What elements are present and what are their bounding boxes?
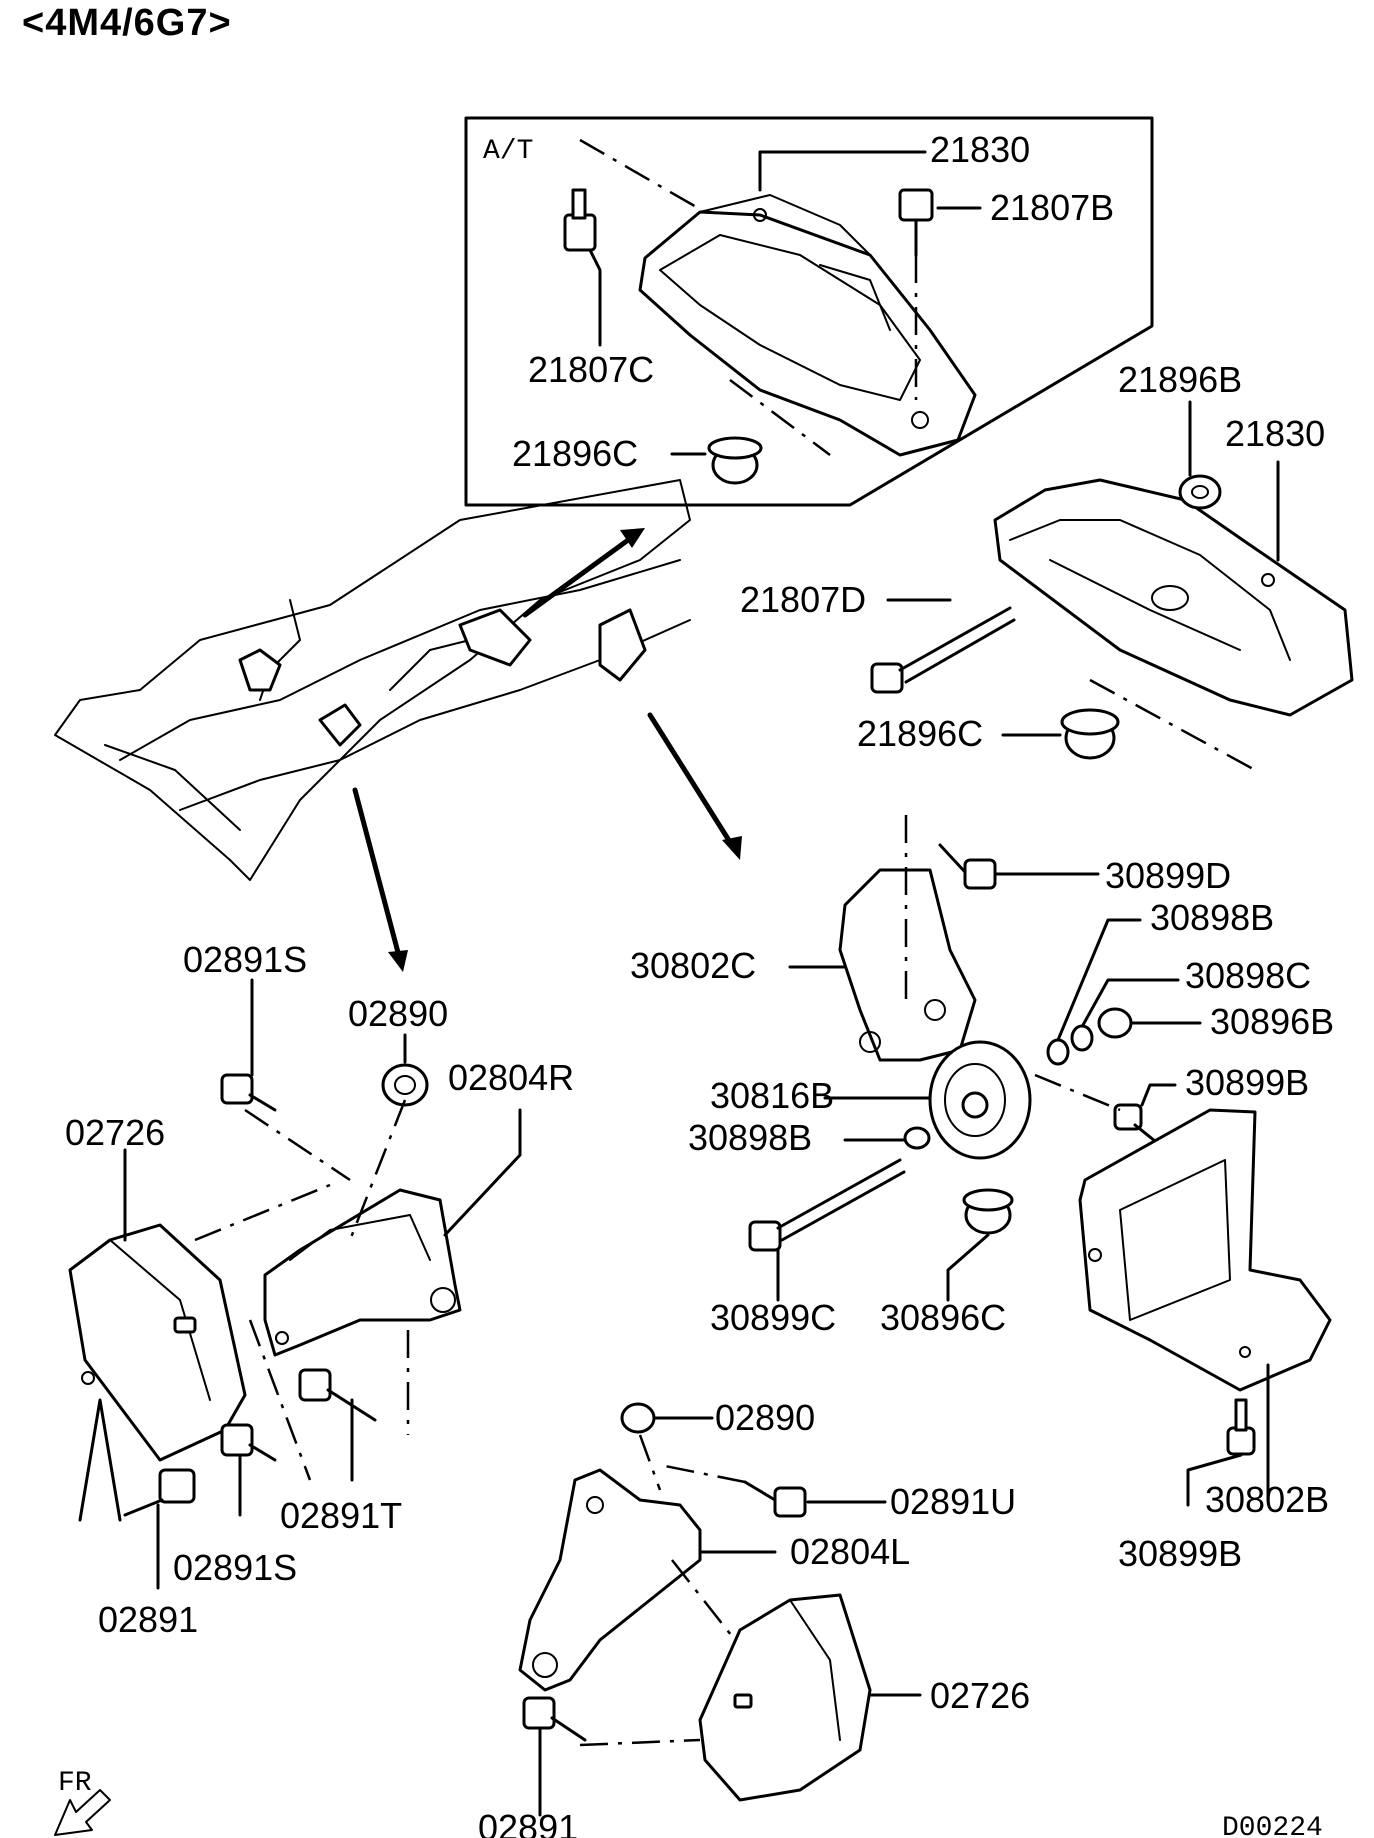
direction-label: FR xyxy=(58,1768,92,1799)
bolt-21807b[interactable] xyxy=(898,188,934,257)
bolt-30899d[interactable] xyxy=(938,843,997,890)
bracket-30802b[interactable] xyxy=(1078,1108,1332,1392)
bracket-30802c[interactable] xyxy=(838,868,977,1062)
insulator-02726-left[interactable] xyxy=(68,1223,247,1462)
rear-mount-group: 30899D 30898B 30802C 30898C 30896B 30816… xyxy=(630,815,1334,1574)
fr-arrow-icon xyxy=(54,1789,111,1836)
engine-mount-right-group: 02891S 02890 02804R 02726 02891T 02891S … xyxy=(65,939,574,1640)
washer-30898b-left[interactable] xyxy=(903,1126,931,1150)
label-21896b: 21896B xyxy=(1118,359,1242,400)
label-02891s-bottom: 02891S xyxy=(173,1547,297,1588)
engine-mount-left-group: 02890 02891U 02804L 02726 02891 xyxy=(478,1397,1030,1838)
bolt-02891-bottom[interactable] xyxy=(522,1696,587,1742)
nut-30896c[interactable] xyxy=(962,1188,1014,1235)
bolt-21807d[interactable] xyxy=(870,606,1016,694)
nut-21896c-inset[interactable] xyxy=(707,436,763,485)
label-30802c: 30802C xyxy=(630,945,756,986)
label-21896c-mid: 21896C xyxy=(857,713,983,754)
bolt-02891t[interactable] xyxy=(298,1368,377,1422)
insulator-30816b[interactable] xyxy=(928,1040,1032,1160)
front-direction-indicator: FR xyxy=(54,1768,111,1836)
frame-bracket-tm[interactable] xyxy=(458,608,532,667)
label-02890-top: 02890 xyxy=(348,993,448,1034)
bolt-21807c[interactable] xyxy=(563,188,597,252)
frame-bracket-left[interactable] xyxy=(318,703,362,747)
label-02891-left: 02891 xyxy=(98,1599,198,1640)
figure-code: D00224 xyxy=(1222,1813,1323,1838)
inset-label: A/T xyxy=(483,136,533,167)
label-30898c: 30898C xyxy=(1185,955,1311,996)
label-02891s-top: 02891S xyxy=(183,939,307,980)
at-inset: A/T 21830 21807B 21807C xyxy=(464,116,1154,507)
label-02891t: 02891T xyxy=(280,1495,402,1536)
at-mount-21830[interactable] xyxy=(638,210,977,457)
label-30899b-bottom: 30899B xyxy=(1118,1533,1242,1574)
nut-30896b[interactable] xyxy=(1097,1007,1133,1039)
bolt-02891-left[interactable] xyxy=(123,1468,196,1517)
label-21830-top: 21830 xyxy=(930,129,1030,170)
label-30816b: 30816B xyxy=(710,1075,834,1116)
label-30896c: 30896C xyxy=(880,1297,1006,1338)
label-30899c: 30899C xyxy=(710,1297,836,1338)
nut-02890-bottom[interactable] xyxy=(620,1402,656,1434)
label-30898b-left: 30898B xyxy=(688,1117,812,1158)
nut-02890-top[interactable] xyxy=(381,1063,429,1107)
label-02804r: 02804R xyxy=(448,1057,574,1098)
washer-30898c[interactable] xyxy=(1070,1024,1094,1052)
label-21807c: 21807C xyxy=(528,349,654,390)
label-30899d: 30899D xyxy=(1105,855,1231,896)
label-21807b: 21807B xyxy=(990,187,1114,228)
nut-21896c-mid[interactable] xyxy=(1060,708,1120,760)
insulator-02726-bottom[interactable] xyxy=(698,1593,872,1802)
label-02891-bottom: 02891 xyxy=(478,1807,578,1838)
bolt-02891s-bottom[interactable] xyxy=(220,1423,277,1462)
bolt-30899c[interactable] xyxy=(748,1158,906,1252)
bracket-02804l[interactable] xyxy=(518,1468,702,1692)
frame-bracket-front[interactable] xyxy=(238,648,282,692)
washer-30898b-top[interactable] xyxy=(1046,1038,1070,1066)
vehicle-frame xyxy=(54,479,691,881)
nut-21896b[interactable] xyxy=(1178,474,1222,510)
transmission-mount-group: 21896B 21830 21807D 21896C xyxy=(740,359,1354,772)
frame-bracket-rear[interactable] xyxy=(598,608,647,682)
label-02890-bottom: 02890 xyxy=(715,1397,815,1438)
callout-arrows xyxy=(352,528,742,972)
bracket-02804r[interactable] xyxy=(263,1188,462,1357)
label-21896c-top: 21896C xyxy=(512,433,638,474)
label-30802b: 30802B xyxy=(1205,1479,1329,1520)
bolt-30899b-bottom[interactable] xyxy=(1226,1398,1256,1456)
label-30899b-top: 30899B xyxy=(1185,1062,1309,1103)
label-30898b-top: 30898B xyxy=(1150,897,1274,938)
diagram-title: <4M4/6G7> xyxy=(22,2,232,44)
bolt-02891s-top[interactable] xyxy=(220,1073,277,1112)
label-21807d: 21807D xyxy=(740,579,866,620)
label-02726-left: 02726 xyxy=(65,1112,165,1153)
label-02804l: 02804L xyxy=(790,1531,910,1572)
label-02726-bottom: 02726 xyxy=(930,1675,1030,1716)
bolt-02891u[interactable] xyxy=(743,1480,807,1518)
label-21830-right: 21830 xyxy=(1225,413,1325,454)
bolt-30899b-top[interactable] xyxy=(1113,1103,1162,1147)
label-02891u: 02891U xyxy=(890,1481,1016,1522)
mount-21830-right[interactable] xyxy=(993,478,1354,717)
label-30896b: 30896B xyxy=(1210,1001,1334,1042)
